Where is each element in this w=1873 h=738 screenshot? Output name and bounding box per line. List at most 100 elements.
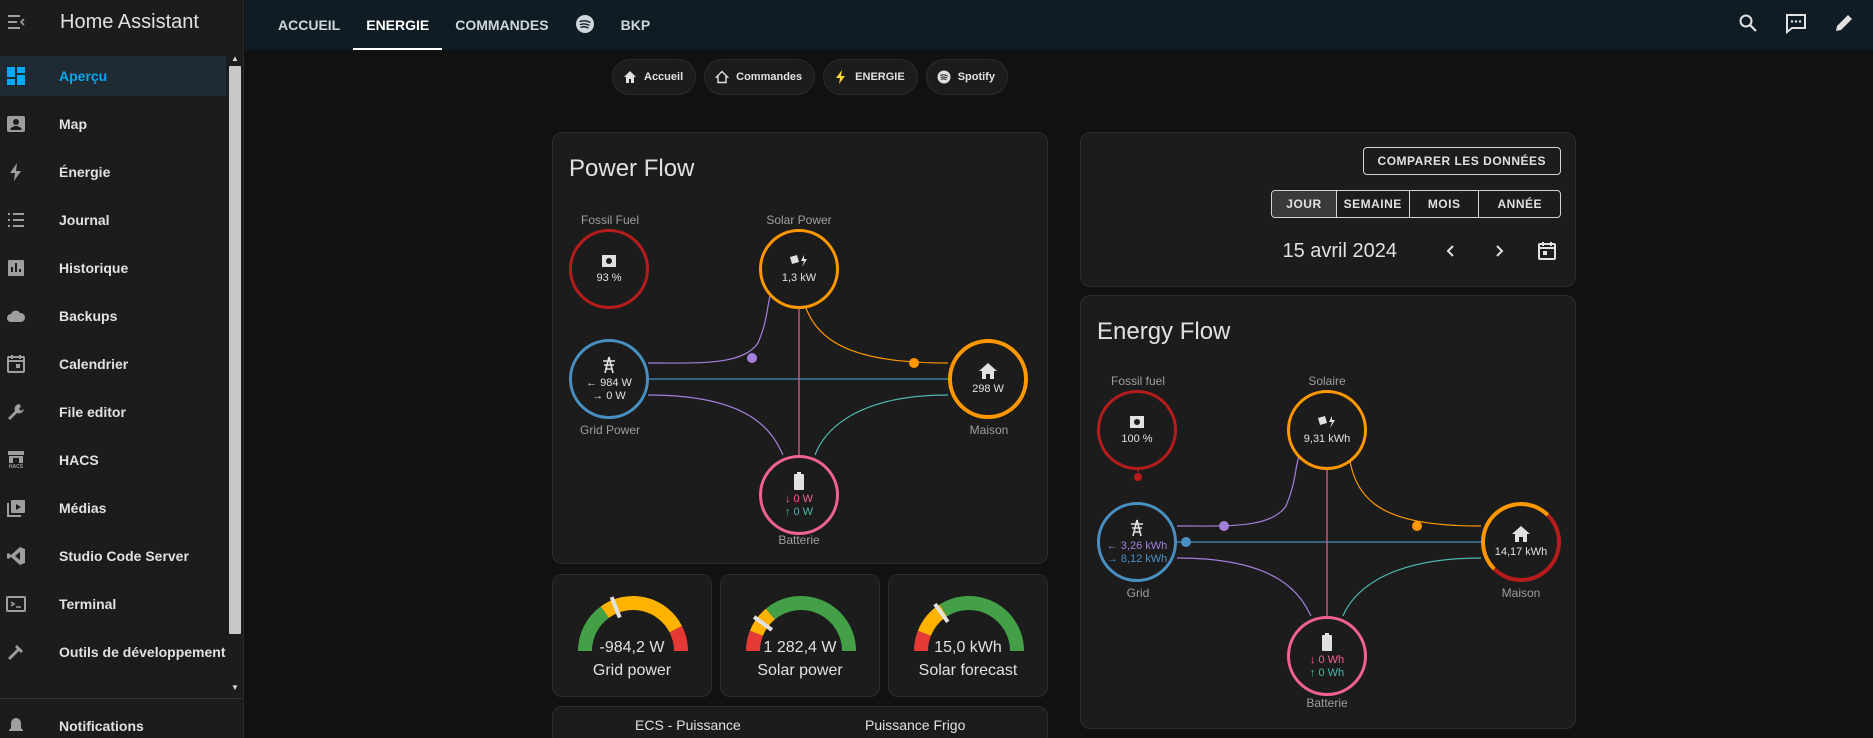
sidebar-item-map[interactable]: Map [0,104,226,144]
ef-battery-in-text: 0 Wh [1318,653,1345,666]
ef-fossil-node[interactable]: 100 % [1097,390,1177,470]
gauge-card-forecast[interactable]: 15,0 kWh Solar forecast [888,574,1048,697]
tab-spotify[interactable] [562,0,608,50]
fossil-value: 93 % [596,272,622,284]
grid-in-value: ← 984 W [586,376,632,389]
period-week-button[interactable]: SEMAINE [1335,191,1409,217]
home-icon [978,362,998,383]
search-icon[interactable] [1735,10,1761,36]
ef-solar-node[interactable]: 9,31 kWh [1287,390,1367,470]
energy-date-card: COMPARER LES DONNÉES JOUR SEMAINE MOIS A… [1080,132,1576,287]
fossil-node[interactable]: 93 % [569,229,649,309]
navigation-chips: Accueil Commandes ENERGIE Spotify [612,59,1008,95]
grid-label: Grid Power [579,423,641,437]
sidebar-item-backups[interactable]: Backups [0,296,226,336]
ef-grid-node[interactable]: ← 3,26 kWh → 8,12 kWh [1097,502,1177,582]
cloud-icon [6,306,26,326]
assist-chat-icon[interactable] [1783,10,1809,36]
sidebar-item-label: Backups [59,308,118,324]
sidebar-item-outils-dev[interactable]: Outils de développement [0,632,226,672]
gauge-card-grid[interactable]: -984,2 W Grid power [552,574,712,697]
tab-accueil[interactable]: ACCUEIL [278,17,341,33]
solar-value: 1,3 kW [781,272,817,284]
top-bar: ACCUEIL ENERGIE COMMANDES BKP [245,0,1873,50]
sidebar-item-label: HACS [59,452,99,468]
sidebar-item-file-editor[interactable]: File editor [0,392,226,432]
scroll-up-icon[interactable]: ▲ [231,54,239,63]
sidebar-item-studio-code-server[interactable]: Studio Code Server [0,536,226,576]
chip-energie[interactable]: ENERGIE [823,59,918,95]
sidebar-item-medias[interactable]: Médias [0,488,226,528]
gauge-name: Solar forecast [918,662,1018,679]
grid-node[interactable]: ← 984 W → 0 W [569,339,649,419]
tab-energie[interactable]: ENERGIE [353,0,443,50]
chevron-left-icon[interactable] [1437,237,1465,265]
period-day-button[interactable]: JOUR [1272,191,1336,217]
hacs-sub-label: HACS [8,464,24,470]
sidebar-item-label: File editor [59,404,126,420]
gauge-name: Grid power [592,662,672,679]
ef-home-node[interactable]: 14,17 kWh [1481,502,1561,582]
calendar-picker-icon[interactable] [1533,237,1561,265]
sidebar-item-journal[interactable]: Journal [0,200,226,240]
battery-node[interactable]: ↓ 0 W ↑ 0 W [759,455,839,535]
power-flow-card: Power Flow Fossil Fuel 93 % Solar Power … [552,132,1048,564]
gauge-needle [752,615,774,632]
sidebar-item-hacs[interactable]: HACS HACS [0,440,226,480]
home-label: Maison [969,423,1009,437]
sidebar-item-apercu[interactable]: Aperçu [0,56,226,96]
terminal-icon [6,594,26,614]
sidebar-item-label: Studio Code Server [59,548,189,564]
transmission-tower-icon [1128,519,1146,540]
grid-in-text: 984 W [600,376,632,389]
battery-label: Batterie [778,533,820,547]
ef-solar-label: Solaire [1308,374,1346,388]
sidebar-scrollbar[interactable]: ▲ ▼ [229,54,241,692]
gauge-card-solar[interactable]: 1 282,4 W Solar power [720,574,880,697]
home-node[interactable]: 298 W [948,339,1028,419]
scrollbar-thumb[interactable] [229,66,241,634]
notifications-label: Notifications [59,718,144,734]
chip-accueil[interactable]: Accueil [612,59,697,95]
period-month-button[interactable]: MOIS [1408,191,1479,217]
dashboard-icon [6,66,26,86]
hammer-icon [6,642,26,662]
lightning-icon [6,162,26,182]
hacs-icon: HACS [6,450,26,470]
sidebar-item-historique[interactable]: Historique [0,248,226,288]
transmission-tower-icon [600,356,618,377]
sidebar-item-label: Médias [59,500,107,516]
sidebar-item-notifications[interactable]: Notifications [6,716,144,736]
chip-label: Spotify [957,71,995,83]
sidebar-item-energie[interactable]: Énergie [0,152,226,192]
chevron-right-icon[interactable] [1485,237,1513,265]
ef-grid-in-value: ← 3,26 kWh [1106,539,1168,552]
compare-data-button[interactable]: COMPARER LES DONNÉES [1362,147,1561,175]
edit-pencil-icon[interactable] [1831,10,1857,36]
scroll-down-icon[interactable]: ▼ [231,683,239,692]
home-outline-icon [715,70,730,84]
battery-icon [793,471,805,493]
bottom-graphs-card: ECS - Puissance Puissance Frigo [552,706,1048,738]
tab-bkp[interactable]: BKP [620,17,651,33]
ef-battery-node[interactable]: ↓ 0 Wh ↑ 0 Wh [1287,616,1367,696]
period-year-button[interactable]: ANNÉE [1478,191,1560,217]
sidebar-item-label: Map [59,116,87,132]
gauge-value: 1 282,4 W [763,639,837,656]
gauge-severity-arc [939,596,1024,652]
ecs-power-label: ECS - Puissance [635,717,741,733]
ef-battery-label: Batterie [1306,696,1348,710]
sidebar-item-label: Historique [59,260,129,276]
gauge-severity-arc [746,630,763,652]
fossil-label: Fossil Fuel [580,213,639,227]
gauge-severity-arc [669,626,688,652]
list-icon [6,210,26,230]
chip-spotify[interactable]: Spotify [925,59,1008,95]
solar-node[interactable]: 1,3 kW [759,229,839,309]
wrench-icon [6,402,26,422]
menu-toggle-icon[interactable] [6,12,26,32]
chip-commandes[interactable]: Commandes [704,59,816,95]
tab-commandes[interactable]: COMMANDES [455,17,549,33]
sidebar-item-calendrier[interactable]: Calendrier [0,344,226,384]
sidebar-item-terminal[interactable]: Terminal [0,584,226,624]
